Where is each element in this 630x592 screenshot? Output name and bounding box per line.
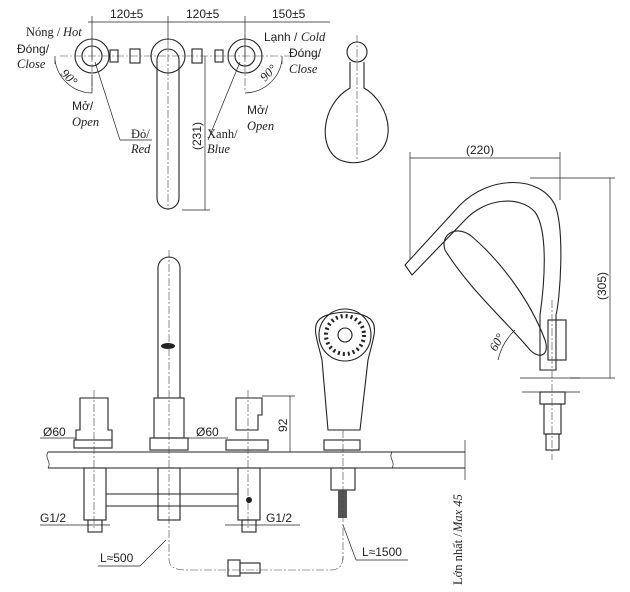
- max-45-vi: Lớn nhất /: [451, 533, 465, 585]
- dim-220: (220): [466, 143, 494, 157]
- hot-label-en: Hot: [62, 25, 82, 39]
- left-open-en: Open: [72, 115, 99, 129]
- dia-60-center: Ø60: [196, 425, 219, 439]
- side-view: (220) (305) 60°: [404, 143, 615, 460]
- dim-92: 92: [276, 418, 290, 432]
- hose-1500-label: L≈1500: [362, 545, 402, 559]
- thread-right: G1/2: [266, 511, 292, 525]
- left-angle: 90°: [58, 66, 80, 88]
- right-open-en: Open: [247, 119, 274, 133]
- hand-shower-top-view: [324, 35, 389, 164]
- spout-top: [156, 48, 180, 210]
- angle-60: 60°: [486, 331, 507, 353]
- top-view: 120±5 120±5 150±5 (231) Nóng /: [17, 7, 330, 211]
- max-45-en: Max 45: [451, 494, 465, 533]
- spout-side: [404, 181, 562, 371]
- cold-label-vi: Lạnh /: [264, 30, 298, 44]
- thread-left: G1/2: [40, 511, 66, 525]
- front-view: 92 Lớn nhất / Max 45 Ø60 Ø60 G1/2 G1/2 L…: [40, 250, 466, 585]
- dia-60-left: Ø60: [43, 425, 66, 439]
- blue-label-vi: Xanh/: [207, 127, 238, 141]
- dim-231: (231): [190, 122, 204, 150]
- dim-150: 150±5: [272, 7, 306, 21]
- red-label-vi: Đỏ/: [131, 127, 150, 141]
- right-close-vi: Đóng/: [289, 46, 322, 60]
- dim-120-right: 120±5: [186, 7, 220, 21]
- dim-305: (305): [595, 272, 609, 300]
- hose-500-label: L≈500: [100, 551, 134, 565]
- right-close-en: Close: [289, 62, 318, 76]
- left-open-vi: Mở/: [72, 99, 94, 113]
- cold-label-en: Cold: [301, 30, 326, 44]
- shower-head-front: [318, 308, 372, 362]
- left-close-vi: Đóng/: [17, 42, 50, 56]
- dim-120-left: 120±5: [110, 7, 144, 21]
- red-label-en: Red: [130, 142, 151, 156]
- hand-shower-side: [443, 230, 547, 356]
- blue-label-en: Blue: [207, 142, 230, 156]
- right-open-vi: Mở/: [247, 103, 269, 117]
- left-close-en: Close: [17, 57, 46, 71]
- hot-label-vi: Nóng /: [26, 25, 61, 39]
- right-angle: 90°: [257, 62, 279, 84]
